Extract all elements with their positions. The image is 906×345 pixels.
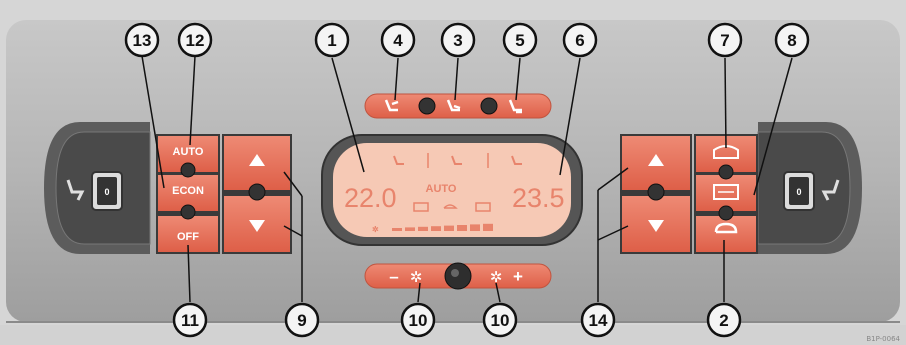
- seat-right-label: 0: [796, 187, 801, 197]
- display-temp-left: 22.0: [344, 183, 397, 213]
- fan-plus-label: +: [513, 267, 523, 286]
- left-temp-led: [249, 184, 265, 200]
- auto-indicator-led: [181, 163, 195, 177]
- rear-window-indicator-led: [719, 206, 733, 220]
- air-distribution-bar: [365, 94, 551, 118]
- seat-heating-left: [44, 122, 150, 254]
- figure-code: B1P-0064: [866, 335, 900, 343]
- right-temp-led: [648, 184, 664, 200]
- callout-2-label: 2: [719, 311, 728, 330]
- fan-knob[interactable]: [445, 263, 471, 289]
- seat-heating-right: [758, 122, 862, 254]
- fan-speed-segment: [431, 226, 441, 231]
- fan-speed-segment: [457, 225, 467, 231]
- callout-10-right-label: 10: [491, 311, 510, 330]
- seat-left-label: 0: [104, 187, 109, 197]
- callout-1-label: 1: [327, 31, 336, 50]
- callout-11-label: 11: [181, 311, 199, 330]
- fan-speed-segment: [392, 228, 402, 231]
- callout-12-label: 12: [186, 31, 205, 50]
- callout-9-label: 9: [297, 311, 306, 330]
- fan-plus-button[interactable]: [463, 264, 551, 288]
- right-function-buttons: [694, 134, 758, 254]
- callout-14-label: 14: [589, 311, 608, 330]
- left-temp-buttons: [222, 134, 292, 254]
- fan-minus-label: –: [389, 267, 398, 286]
- distribution-led-right: [481, 98, 497, 114]
- callout-13-label: 13: [133, 31, 152, 50]
- fan-speed-segment: [470, 224, 480, 231]
- panel-base: [0, 325, 906, 345]
- callout-4-label: 4: [393, 31, 403, 50]
- fan-speed-segment: [405, 227, 415, 231]
- callout-6-label: 6: [575, 31, 584, 50]
- display-mode: AUTO: [426, 183, 457, 195]
- distribution-led-left: [419, 98, 435, 114]
- econ-indicator-led: [181, 205, 195, 219]
- off-label: OFF: [177, 231, 199, 243]
- callout-3-label: 3: [453, 31, 462, 50]
- econ-label: ECON: [172, 185, 204, 197]
- callout-5-label: 5: [515, 31, 524, 50]
- fan-speed-segment: [444, 226, 454, 231]
- callout-7-label: 7: [720, 31, 729, 50]
- defrost-indicator-led: [719, 165, 733, 179]
- fan-speed-segment: [483, 224, 493, 231]
- display-temp-right: 23.5: [512, 183, 565, 213]
- callout-10-left-label: 10: [409, 311, 428, 330]
- callout-8-label: 8: [787, 31, 796, 50]
- fan-speed-segment: [418, 227, 428, 231]
- recirculation-button[interactable]: [696, 216, 756, 252]
- auto-label: AUTO: [173, 146, 204, 158]
- right-temp-buttons: [620, 134, 692, 254]
- lcd-fan-icon: ✲: [372, 225, 379, 234]
